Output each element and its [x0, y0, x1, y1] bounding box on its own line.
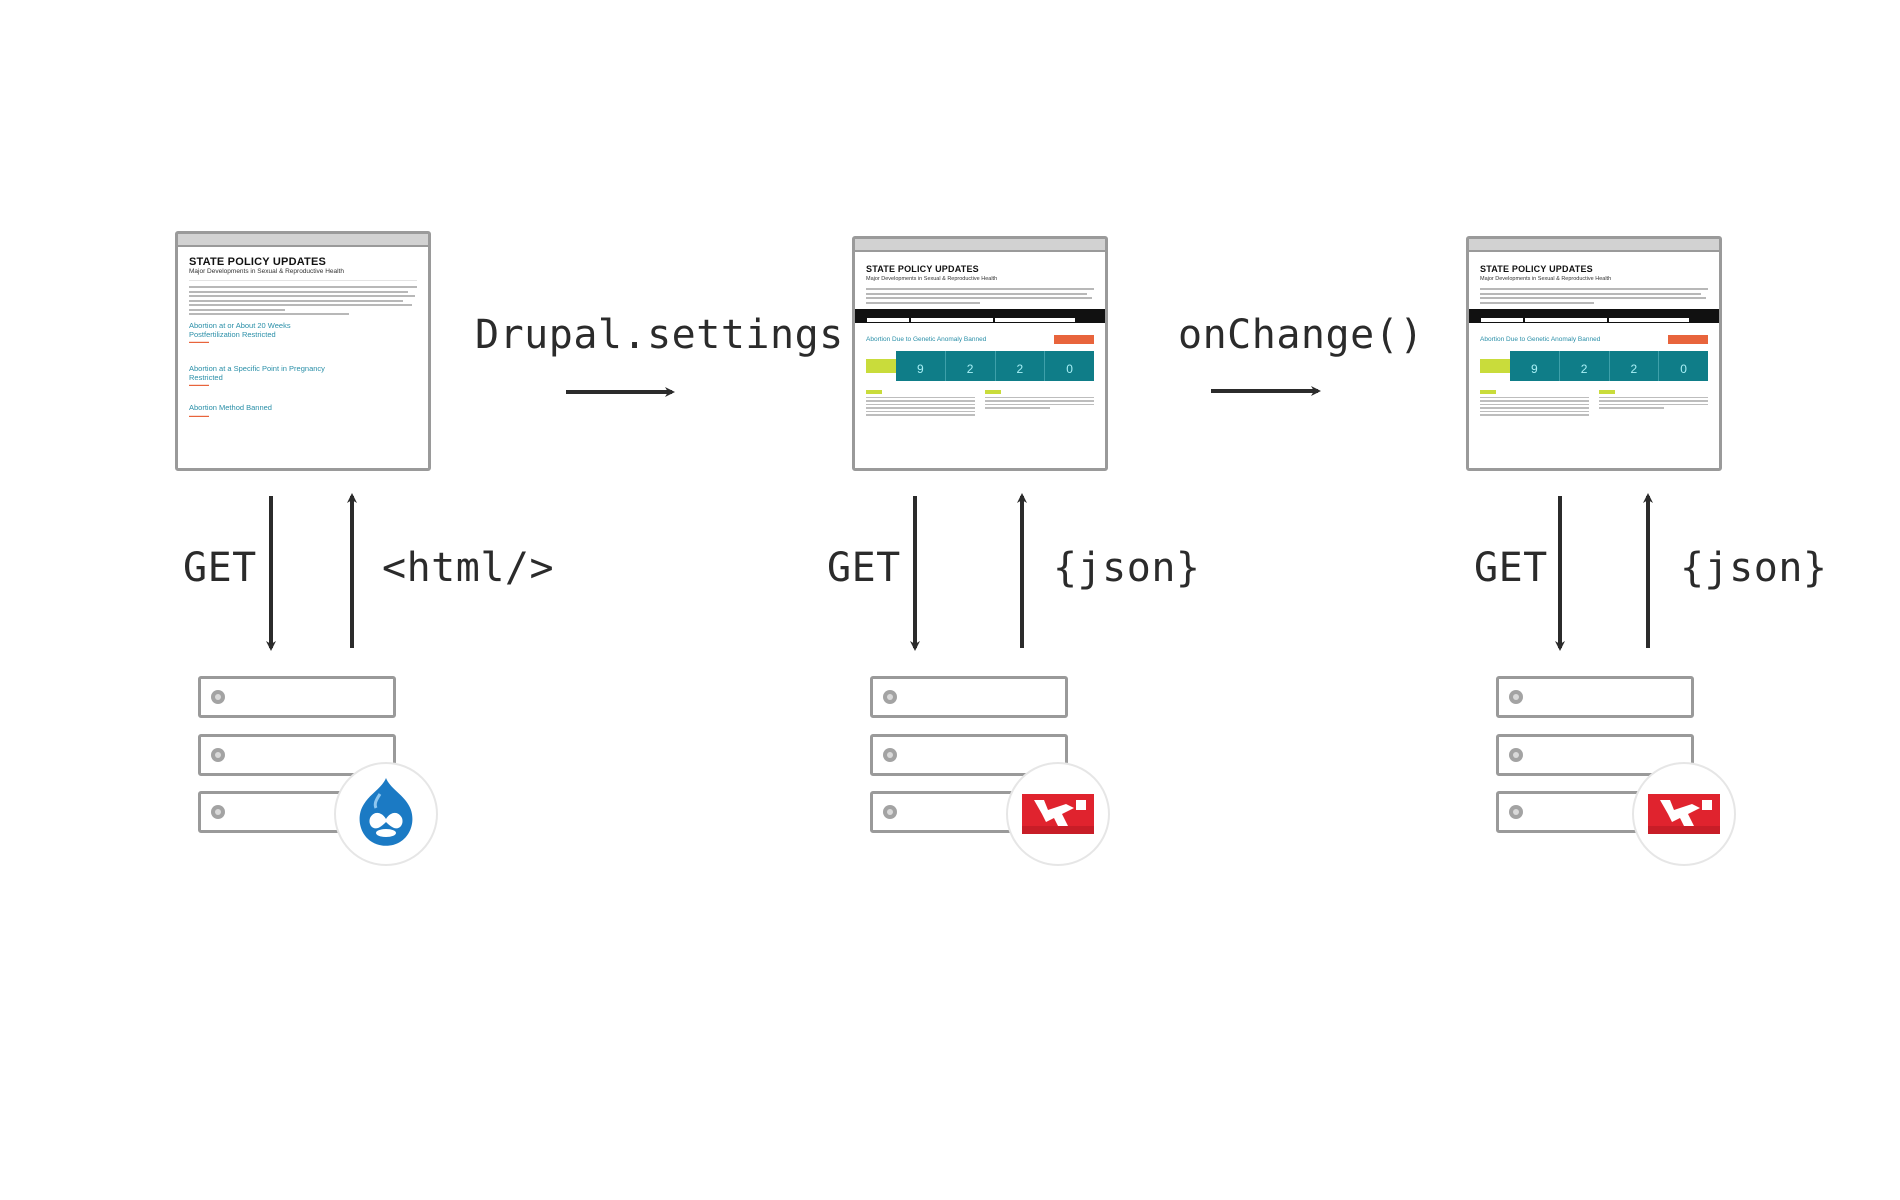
status-led-icon — [883, 690, 897, 704]
status-led-icon — [1509, 748, 1523, 762]
policy-link-3[interactable]: Abortion Method Banned — [189, 403, 272, 412]
page-subtitle: Major Developments in Sexual & Reproduct… — [866, 276, 998, 282]
red-logo-icon — [1006, 762, 1110, 866]
dashboard-title: Abortion Due to Genetic Anomaly Banned — [866, 335, 987, 343]
browser-window-dashboard-2: STATE POLICY UPDATES Major Developments … — [1466, 236, 1722, 471]
on-change-label: onChange() — [1178, 312, 1424, 358]
page-title: STATE POLICY UPDATES — [189, 256, 327, 268]
intro-paragraph — [189, 286, 417, 315]
red-logo-icon — [1632, 762, 1736, 866]
browser-window-dashboard-1: STATE POLICY UPDATES Major Developments … — [852, 236, 1108, 471]
state-legislation-tag — [866, 358, 896, 373]
count-3: 2 — [994, 350, 1045, 381]
status-led-icon — [883, 805, 897, 819]
details-button[interactable] — [1054, 334, 1094, 344]
server-unit — [198, 676, 396, 718]
filter-bar[interactable] — [855, 308, 1105, 323]
dashboard-title: Abortion Due to Genetic Anomaly Banned — [1480, 335, 1601, 343]
count-panel: 9 2 2 0 — [1510, 350, 1708, 381]
status-led-icon — [1509, 805, 1523, 819]
policy-link-1[interactable]: Abortion at or About 20 Weeks Postfertil… — [189, 321, 291, 339]
window-title-bar — [1469, 239, 1719, 252]
count-4: 0 — [1044, 350, 1094, 381]
policy-link-2[interactable]: Abortion at a Specific Point in Pregnanc… — [189, 364, 325, 382]
status-led-icon — [1509, 690, 1523, 704]
status-led-icon — [211, 805, 225, 819]
count-3: 2 — [1608, 350, 1659, 381]
page-subtitle: Major Developments in Sexual & Reproduct… — [189, 268, 344, 275]
get-label-3: GET — [1474, 545, 1548, 591]
window-title-bar — [855, 239, 1105, 252]
server-unit — [198, 734, 396, 776]
state-legislation-tag — [1480, 358, 1510, 373]
count-2: 2 — [1558, 350, 1609, 381]
json-response-label-2: {json} — [1680, 545, 1828, 591]
count-2: 2 — [944, 350, 995, 381]
server-unit — [1496, 676, 1694, 718]
count-1: 9 — [1531, 361, 1538, 376]
status-led-icon — [211, 748, 225, 762]
page-title: STATE POLICY UPDATES — [1480, 264, 1593, 274]
server-unit — [870, 676, 1068, 718]
drupal-icon — [334, 762, 438, 866]
status-led-icon — [211, 690, 225, 704]
get-label-1: GET — [183, 545, 257, 591]
page-title: STATE POLICY UPDATES — [866, 264, 979, 274]
filter-bar[interactable] — [1469, 308, 1719, 323]
html-response-label: <html/> — [382, 545, 555, 591]
drupal-settings-label: Drupal.settings — [475, 312, 844, 358]
browser-window-initial: STATE POLICY UPDATES Major Developments … — [175, 231, 431, 471]
window-title-bar — [178, 234, 428, 247]
get-label-2: GET — [827, 545, 901, 591]
page-subtitle: Major Developments in Sexual & Reproduct… — [1480, 276, 1612, 282]
details-button[interactable] — [1668, 334, 1708, 344]
status-led-icon — [883, 748, 897, 762]
count-panel: 9 2 2 0 — [896, 350, 1094, 381]
count-4: 0 — [1658, 350, 1708, 381]
json-response-label-1: {json} — [1053, 545, 1201, 591]
count-1: 9 — [917, 361, 924, 376]
